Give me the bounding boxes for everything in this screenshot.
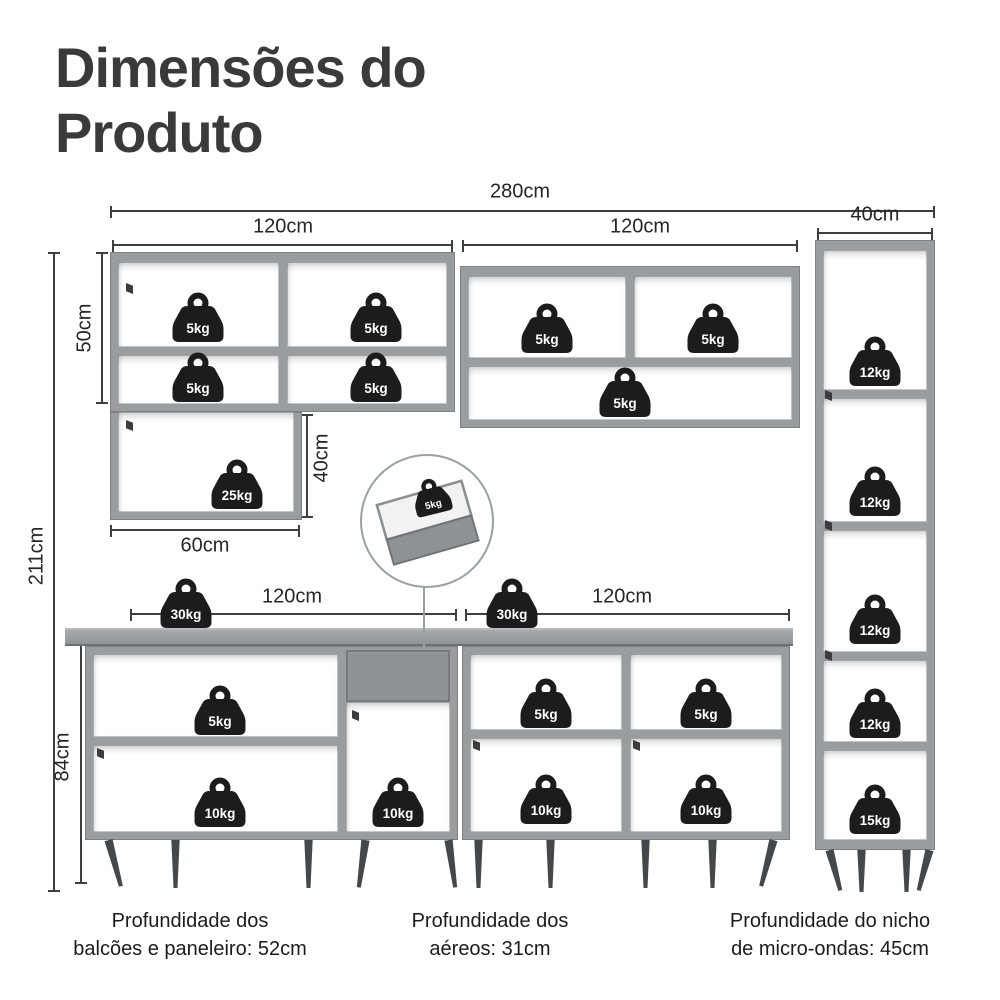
cabinet-compartment xyxy=(630,654,782,730)
cabinet-compartment xyxy=(93,745,338,832)
dim-line-total-width xyxy=(110,206,935,218)
cabinet-compartment xyxy=(823,530,927,652)
footnote-wall-depth: Profundidade dos aéreos: 31cm xyxy=(411,910,569,960)
cabinet-compartment xyxy=(823,250,927,390)
dim-label-total-height: 211cm xyxy=(25,526,48,586)
inset-weight-label: 5kg xyxy=(424,498,443,513)
footnote-microwave-niche-depth: Profundidade do nicho de micro-ondas: 45… xyxy=(729,910,931,960)
cabinet-leg xyxy=(546,840,555,888)
cabinet-leg xyxy=(902,850,911,892)
hinge-icon xyxy=(126,283,133,294)
dim-label-upper-right-width: 120cm xyxy=(609,215,671,238)
countertop xyxy=(65,628,793,646)
cabinet-leg xyxy=(103,839,126,888)
hinge-icon xyxy=(126,420,133,431)
cabinet-leg xyxy=(708,840,717,888)
cabinet-compartment xyxy=(823,750,927,840)
dim-label-total-width: 280cm xyxy=(489,180,551,203)
dim-line-left-extension-width xyxy=(110,525,300,537)
hinge-icon xyxy=(473,740,480,751)
dim-label-upper-cabinet-height: 50cm xyxy=(73,303,96,353)
cabinet-leg xyxy=(353,839,371,888)
hinge-icon xyxy=(97,748,104,759)
dim-label-upper-left-width: 120cm xyxy=(252,215,314,238)
dim-line-tall-cabinet-width xyxy=(817,228,933,240)
cabinet-compartment xyxy=(823,660,927,742)
dim-line-base-right-width xyxy=(465,609,790,621)
cabinet-compartment xyxy=(118,355,279,404)
dim-label-left-extension-height: 40cm xyxy=(310,433,333,483)
weight-badge-30kg: 30kg xyxy=(156,578,216,632)
page-title: Dimensões do Produto xyxy=(55,36,427,166)
dim-label-tall-cabinet-width: 40cm xyxy=(850,203,900,226)
cabinet-leg xyxy=(443,839,461,888)
dim-line-left-extension-height xyxy=(301,414,313,518)
page-title-line1: Dimensões do xyxy=(55,36,427,99)
cabinet-compartment xyxy=(118,412,294,512)
kettlebell-weight-icon: 5kg xyxy=(415,478,453,518)
hinge-icon xyxy=(633,740,640,751)
dim-label-left-extension-width: 60cm xyxy=(180,534,230,557)
hinge-icon xyxy=(825,390,832,401)
cabinet-compartment xyxy=(470,738,622,832)
cabinet-compartment xyxy=(93,654,338,737)
open-drawer-icon: 5kg xyxy=(375,478,480,566)
dim-line-total-height xyxy=(48,252,60,892)
dim-label-base-left-width: 120cm xyxy=(261,585,323,608)
cabinet-leg xyxy=(824,849,845,892)
dim-line-upper-left-width xyxy=(112,240,453,252)
dim-label-base-cabinet-height: 84cm xyxy=(51,732,74,782)
cabinet-compartment xyxy=(470,654,622,730)
dim-line-upper-right-width xyxy=(462,240,798,252)
cabinet-compartment xyxy=(468,276,626,358)
cabinet-leg xyxy=(857,850,866,892)
kettlebell-weight-icon: 30kg xyxy=(160,578,212,628)
cabinet-compartment xyxy=(634,276,792,358)
kettlebell-weight-icon: 30kg xyxy=(486,578,538,628)
hinge-icon xyxy=(825,650,832,661)
cabinet-compartment xyxy=(118,262,279,347)
page-title-line2: Produto xyxy=(55,100,264,164)
cabinet-leg xyxy=(304,840,313,888)
cabinet-compartment xyxy=(287,262,447,347)
drawer-front xyxy=(346,650,450,702)
dim-line-base-cabinet-height xyxy=(75,632,87,884)
cabinet-leg xyxy=(641,840,650,888)
cabinet-compartment xyxy=(287,355,447,404)
hinge-icon xyxy=(352,710,359,721)
cabinet-leg xyxy=(474,840,483,888)
cabinet-leg xyxy=(171,840,180,888)
dim-line-upper-cabinet-height xyxy=(96,252,108,404)
dim-line-base-left-width xyxy=(130,609,457,621)
cabinet-compartment xyxy=(346,702,450,832)
dim-label-base-right-width: 120cm xyxy=(591,585,653,608)
cabinet-compartment xyxy=(630,738,782,832)
drawer-detail-callout: 5kg xyxy=(360,454,494,588)
hinge-icon xyxy=(825,520,832,531)
cabinet-compartment xyxy=(823,398,927,522)
weight-badge-30kg: 30kg xyxy=(482,578,542,632)
footnote-base-depth: Profundidade dos balcões e paneleiro: 52… xyxy=(73,910,307,960)
cabinet-compartment xyxy=(468,366,792,420)
cabinet-leg xyxy=(913,849,934,892)
callout-connector-line xyxy=(423,584,425,650)
cabinet-leg xyxy=(756,839,779,888)
